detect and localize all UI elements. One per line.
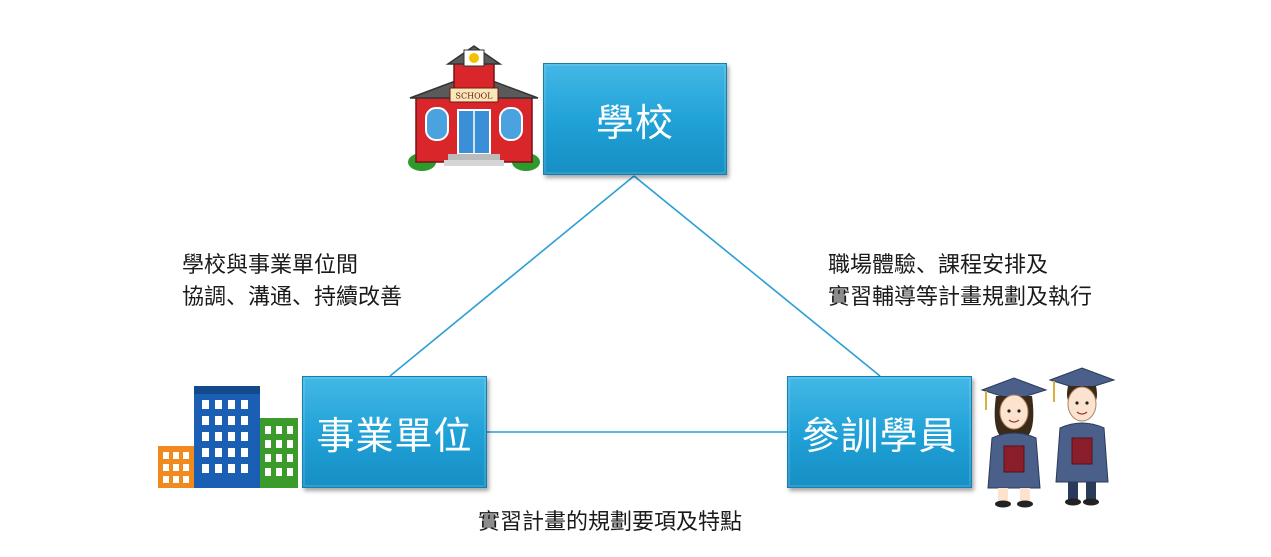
office-buildings-icon bbox=[158, 386, 298, 488]
node-school: 學校 bbox=[543, 63, 727, 175]
edge-label-line: 協調、溝通、持續改善 bbox=[182, 285, 403, 310]
node-enterprise: 事業單位 bbox=[302, 376, 487, 488]
school-sign-text: SCHOOL bbox=[455, 92, 493, 101]
edge-school-trainee bbox=[633, 175, 881, 377]
edge-label-enterprise-trainee: 實習計畫的規劃要項及特點 bbox=[478, 510, 743, 535]
edge-label-line: 職場體驗、課程安排及 bbox=[828, 253, 1049, 278]
node-trainee: 參訓學員 bbox=[787, 376, 972, 488]
edge-label-school-enterprise: 學校與事業單位間 協調、溝通、持續改善 bbox=[182, 250, 402, 314]
edge-label-line: 實習輔導等計畫規劃及執行 bbox=[828, 285, 1093, 310]
edge-label-line: 學校與事業單位間 bbox=[182, 253, 359, 278]
graduates-icon bbox=[980, 367, 1116, 508]
school-building-icon: SCHOOL bbox=[408, 45, 540, 171]
edge-school-enterprise bbox=[389, 175, 635, 377]
edge-label-school-trainee: 職場體驗、課程安排及 實習輔導等計畫規劃及執行 bbox=[828, 250, 1092, 314]
